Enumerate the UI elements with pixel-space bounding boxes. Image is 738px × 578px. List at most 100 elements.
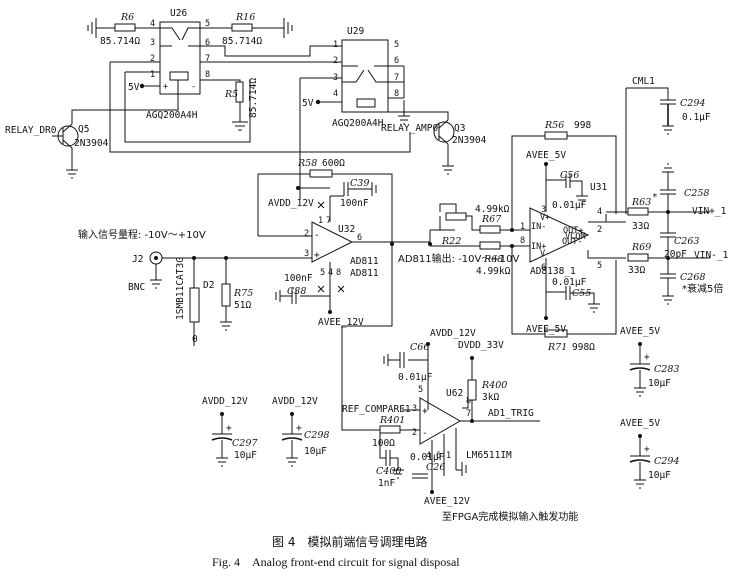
svg-text:C294: C294 bbox=[680, 98, 705, 109]
svg-text:100Ω: 100Ω bbox=[372, 438, 395, 449]
svg-text:998Ω: 998Ω bbox=[572, 342, 595, 353]
u62-avdd: AVDD_12V bbox=[430, 328, 476, 339]
svg-text:4: 4 bbox=[426, 451, 431, 461]
svg-text:1: 1 bbox=[333, 40, 338, 50]
svg-text:R16: R16 bbox=[235, 12, 255, 23]
u29-part: AGQ200A4H bbox=[332, 118, 384, 129]
svg-text:+: + bbox=[314, 250, 320, 261]
svg-text:D2: D2 bbox=[203, 280, 214, 291]
resistor-r63: R63 33Ω bbox=[627, 197, 651, 232]
svg-text:AVDD_12V: AVDD_12V bbox=[272, 396, 318, 407]
svg-text:0.01μF: 0.01μF bbox=[552, 277, 587, 288]
svg-text:R58: R58 bbox=[297, 158, 317, 169]
cml1-label: CML1 bbox=[632, 76, 655, 87]
svg-text:IN+: IN+ bbox=[531, 242, 546, 252]
svg-text:+: + bbox=[422, 406, 428, 417]
u26-pin-6: 6 bbox=[205, 38, 210, 48]
u26-pin-4: 4 bbox=[150, 19, 155, 29]
vin-plus-label: VIN+_1 bbox=[692, 206, 727, 217]
cap-c38: 100nF C38 bbox=[284, 273, 313, 304]
svg-text:10μF: 10μF bbox=[304, 446, 327, 457]
svg-text:U32: U32 bbox=[338, 224, 355, 235]
svg-text:R68: R68 bbox=[483, 254, 503, 265]
relay-amp0-label: RELAY_AMP0 bbox=[381, 123, 438, 134]
svg-text:8: 8 bbox=[520, 236, 525, 246]
svg-text:0.1μF: 0.1μF bbox=[682, 112, 711, 123]
fpga-note: 至FPGA完成模拟输入触发功能 bbox=[442, 510, 578, 523]
cap-c298: AVDD_12V + C298 10μF bbox=[272, 396, 329, 467]
resistor-r6: R6 85.714Ω bbox=[100, 12, 140, 47]
svg-text:R400: R400 bbox=[481, 380, 507, 391]
svg-text:85.714Ω: 85.714Ω bbox=[222, 36, 262, 47]
svg-text:2: 2 bbox=[412, 428, 417, 438]
svg-text:1: 1 bbox=[318, 216, 323, 226]
cap-c55: 0.01μF C55 bbox=[552, 277, 591, 300]
u26-pin-7: 7 bbox=[205, 54, 210, 64]
u26-pin-1: 1 bbox=[150, 70, 155, 80]
svg-text:U31: U31 bbox=[590, 182, 607, 193]
svg-text:C298: C298 bbox=[304, 430, 329, 441]
svg-text:R63: R63 bbox=[631, 197, 651, 208]
svg-text:10μF: 10μF bbox=[648, 378, 671, 389]
svg-text:R401: R401 bbox=[379, 415, 405, 426]
svg-text:C66: C66 bbox=[410, 342, 429, 353]
svg-text:*衰减5倍: *衰减5倍 bbox=[682, 282, 723, 295]
svg-text:IN-: IN- bbox=[531, 222, 546, 232]
svg-text:AVDD_12V: AVDD_12V bbox=[202, 396, 248, 407]
u29-ref: U29 bbox=[347, 26, 364, 37]
connector-j2: J2 BNC 1SMB11CAT3G bbox=[128, 251, 186, 320]
svg-text:R67: R67 bbox=[481, 214, 502, 225]
svg-text:100nF: 100nF bbox=[284, 273, 313, 284]
svg-text:AVEE_5V: AVEE_5V bbox=[620, 326, 660, 337]
svg-text:4: 4 bbox=[597, 207, 602, 217]
resistor-r401: R401 100Ω bbox=[372, 415, 405, 449]
u32-avdd: AVDD_12V bbox=[268, 198, 314, 209]
u31-avee-top: AVEE_5V bbox=[526, 150, 566, 161]
u26-plus: + bbox=[163, 82, 168, 92]
u31-avee-bottom: AVEE_5V bbox=[526, 324, 566, 335]
transistor-q3: Q3 2N3904 RELAY_AMP0 bbox=[381, 119, 487, 146]
svg-text:3: 3 bbox=[304, 249, 309, 259]
svg-text:AD811: AD811 bbox=[350, 268, 379, 279]
svg-text:VCOM: VCOM bbox=[565, 232, 585, 242]
cap-c26: 0.01μF C26 bbox=[410, 452, 445, 479]
resistor-r400: R400 3kΩ bbox=[467, 379, 507, 403]
svg-text:C38: C38 bbox=[287, 286, 306, 297]
svg-text:85.714Ω: 85.714Ω bbox=[100, 36, 140, 47]
resistor-r22: R22 bbox=[439, 203, 467, 247]
svg-text:0: 0 bbox=[192, 334, 198, 345]
cap-c39: C39 100nF bbox=[340, 178, 369, 209]
svg-text:10μF: 10μF bbox=[234, 450, 257, 461]
caption-en: Fig. 4 Analog front-end circuit for sign… bbox=[212, 555, 460, 569]
svg-text:BNC: BNC bbox=[128, 282, 145, 293]
svg-text:C258: C258 bbox=[684, 188, 709, 199]
cap-c294-bottom: AVEE_5V + C294 10μF bbox=[620, 418, 679, 489]
cap-c66: C66 0.01μF bbox=[398, 342, 433, 383]
svg-text:V+: V+ bbox=[540, 213, 550, 223]
svg-text:3kΩ: 3kΩ bbox=[482, 392, 499, 403]
u26-5v: 5V bbox=[128, 82, 140, 93]
svg-text:R22: R22 bbox=[441, 236, 461, 247]
svg-text:7: 7 bbox=[394, 73, 399, 83]
svg-text:2N3904: 2N3904 bbox=[452, 135, 487, 146]
u29-5v: 5V bbox=[302, 98, 314, 109]
svg-text:AD811: AD811 bbox=[350, 256, 379, 267]
svg-text:5: 5 bbox=[418, 385, 423, 395]
u32-avee: AVEE_12V bbox=[318, 317, 364, 328]
svg-text:C26: C26 bbox=[426, 462, 445, 473]
resistor-r5: R5 85.714Ω bbox=[224, 78, 259, 118]
svg-text:0.01μF: 0.01μF bbox=[398, 372, 433, 383]
input-range-note: 输入信号量程: -10V～+10V bbox=[78, 228, 206, 241]
diff-amp-u31: U31 AD8138_1 IN- IN+ OUT+ OUT- VCOM V+ V… bbox=[520, 182, 607, 277]
svg-text:C39: C39 bbox=[350, 178, 369, 189]
svg-text:3: 3 bbox=[541, 205, 546, 215]
svg-text:4.99kΩ: 4.99kΩ bbox=[475, 204, 510, 215]
svg-text:R5: R5 bbox=[224, 89, 238, 100]
cap-c268: C268 *衰减5倍 bbox=[660, 272, 723, 295]
svg-text:+: + bbox=[644, 444, 650, 455]
svg-text:-: - bbox=[422, 428, 428, 439]
svg-text:OUT-: OUT- bbox=[562, 237, 582, 247]
svg-text:100nF: 100nF bbox=[340, 198, 369, 209]
svg-text:20pF: 20pF bbox=[664, 249, 687, 260]
